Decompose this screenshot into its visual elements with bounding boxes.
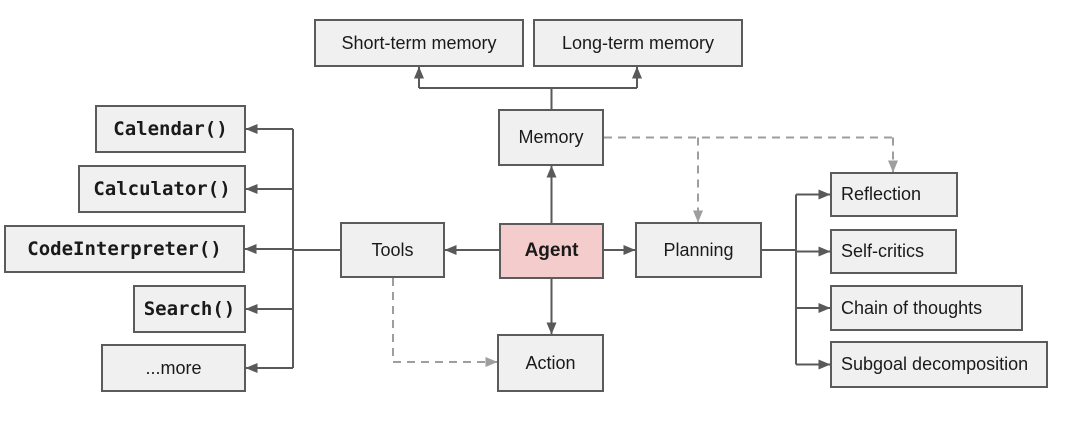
node-action-label: Action bbox=[525, 352, 576, 373]
node-calendar: Calendar() bbox=[95, 105, 246, 153]
node-agent-label: Agent bbox=[524, 240, 579, 261]
node-more-label: ...more bbox=[145, 357, 202, 378]
node-code-interpreter: CodeInterpreter() bbox=[4, 225, 245, 273]
node-reflection: Reflection bbox=[830, 172, 958, 217]
node-tools-label: Tools bbox=[371, 239, 414, 260]
connector-tools-action-dashed bbox=[392, 278, 498, 367]
node-code-interpreter-label: CodeInterpreter() bbox=[27, 238, 222, 260]
node-more: ...more bbox=[101, 344, 246, 392]
node-calculator-label: Calculator() bbox=[93, 178, 231, 200]
node-short-term-memory-label: Short-term memory bbox=[341, 32, 497, 53]
node-long-term-memory: Long-term memory bbox=[533, 19, 743, 67]
node-self-critics: Self-critics bbox=[830, 229, 957, 274]
node-memory-label: Memory bbox=[518, 127, 584, 147]
node-reflection-label: Reflection bbox=[841, 184, 922, 204]
node-agent: Agent bbox=[499, 223, 604, 279]
node-self-critics-label: Self-critics bbox=[841, 241, 925, 261]
node-memory: Memory bbox=[498, 109, 604, 166]
node-action: Action bbox=[497, 334, 604, 392]
node-chain-of-thoughts-label: Chain of thoughts bbox=[841, 297, 983, 318]
node-calendar-label: Calendar() bbox=[113, 118, 228, 140]
node-search: Search() bbox=[133, 285, 246, 333]
node-search-label: Search() bbox=[143, 298, 236, 320]
node-calculator: Calculator() bbox=[78, 165, 246, 213]
node-planning: Planning bbox=[635, 222, 762, 278]
node-planning-label: Planning bbox=[663, 239, 734, 260]
node-long-term-memory-label: Long-term memory bbox=[561, 32, 715, 53]
node-short-term-memory: Short-term memory bbox=[314, 19, 524, 67]
node-tools: Tools bbox=[340, 222, 445, 278]
node-subgoal-decomposition-label: Subgoal decomposition bbox=[841, 354, 1029, 374]
node-chain-of-thoughts: Chain of thoughts bbox=[830, 285, 1023, 331]
node-subgoal-decomposition: Subgoal decomposition bbox=[830, 341, 1048, 388]
